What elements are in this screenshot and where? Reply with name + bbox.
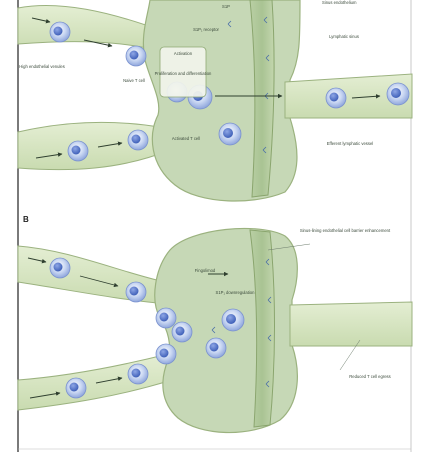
- t-cell-nucleus-icon: [130, 287, 139, 296]
- t-cell-nucleus-icon: [132, 135, 141, 144]
- bottom-lower-venule: [18, 354, 172, 410]
- t-cell-nucleus-icon: [72, 146, 81, 155]
- fingolimod-label: Fingolimod: [195, 268, 216, 273]
- t-cell-nucleus-icon: [160, 349, 169, 358]
- bottom-panel: B: [18, 215, 412, 433]
- high-endothelial-venules-label: High endothelial venules: [19, 64, 65, 69]
- reduced-egress-label: Reduced T cell egress: [349, 374, 391, 379]
- activation-label: Activation: [174, 51, 193, 56]
- s1p-receptor-label: S1P₁ receptor: [193, 27, 219, 32]
- lymphatic-sinus-label: Lymphatic sinus: [329, 34, 359, 39]
- s1p1-downregulation-label: S1P₁ downregulation: [216, 290, 256, 295]
- t-cell-nucleus-icon: [176, 327, 185, 336]
- activated-t-cell-label: Activated T cell: [172, 136, 200, 141]
- top-panel: S1P S1P₁ receptor Sinus endothelium Lymp…: [18, 0, 412, 201]
- top-lower-venule: [18, 122, 170, 169]
- t-cell-nucleus-icon: [210, 343, 219, 352]
- bottom-efferent-vessel: [290, 302, 412, 346]
- sinus-endothelium-label: Sinus endothelium: [322, 0, 357, 5]
- t-cell-nucleus-icon: [54, 263, 63, 272]
- s1p-label: S1P: [222, 4, 230, 9]
- t-cell-nucleus-icon: [226, 314, 236, 324]
- t-cell-nucleus-icon: [223, 128, 233, 138]
- t-cell-nucleus-icon: [54, 27, 63, 36]
- t-cell-nucleus-icon: [160, 313, 169, 322]
- proliferation-label: Proliferation and differentiation: [155, 71, 212, 76]
- efferent-lymphatic-vessel-label: Efferent lymphatic vessel: [327, 141, 374, 146]
- t-cell-nucleus-icon: [132, 369, 141, 378]
- panel-letter-b: B: [23, 215, 29, 224]
- naive-t-cell-label: Naive T cell: [123, 78, 145, 83]
- barrier-enhancement-label: Sinus-lining endothelial cell barrier en…: [300, 228, 391, 233]
- t-cell-nucleus-icon: [130, 51, 139, 60]
- t-cell-nucleus-icon: [330, 93, 339, 102]
- t-cell-nucleus-icon: [70, 383, 79, 392]
- t-cell-nucleus-icon: [391, 88, 401, 98]
- top-lymph-node: [143, 0, 300, 201]
